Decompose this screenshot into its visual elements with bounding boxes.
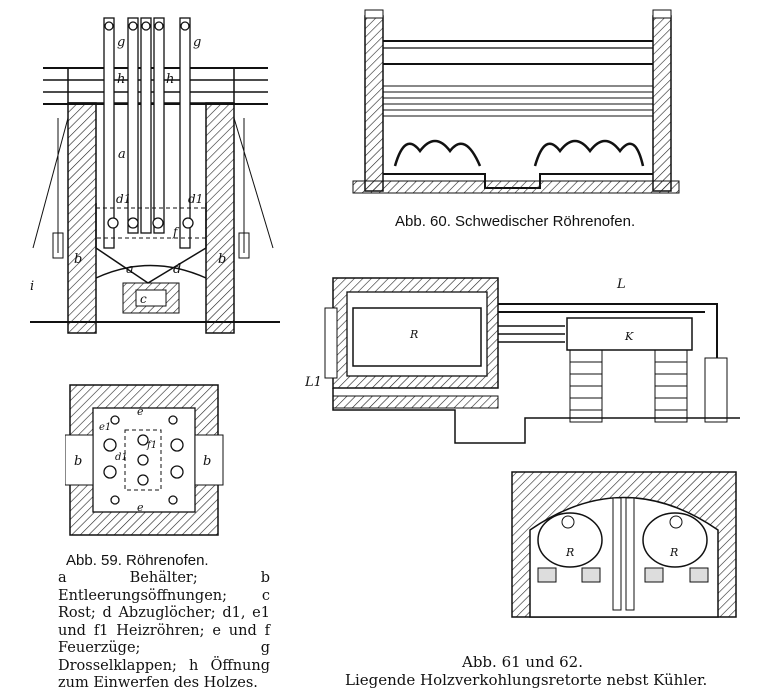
- label-a-top: a: [118, 147, 126, 162]
- label-K: K: [624, 330, 634, 343]
- label-R-right: R: [669, 546, 678, 559]
- label-R-left: R: [565, 546, 574, 559]
- label-d1-left: d1: [116, 192, 131, 206]
- label-c: c: [140, 292, 147, 306]
- label-i: i: [30, 279, 34, 294]
- label-b-left: b: [74, 252, 82, 267]
- label-g-right: g: [193, 35, 201, 50]
- plan-label-e1: e1: [99, 422, 111, 433]
- fig60-drawing: [352, 9, 680, 194]
- fig59-legend: a Behälter; b Entleerungsöffnungen; c Ro…: [58, 570, 270, 691]
- label-b-right: b: [218, 252, 226, 267]
- plan-label-b-left: b: [74, 454, 82, 469]
- label-h-right: h: [166, 72, 174, 87]
- label-d: d: [173, 262, 181, 277]
- plan-label-b-right: b: [203, 454, 211, 469]
- plan-label-d1: d1: [115, 452, 128, 463]
- label-R-side: R: [409, 328, 418, 341]
- label-a-bottom: a: [126, 262, 134, 277]
- fig60-caption: Abb. 60. Schwedischer Röhrenofen.: [395, 213, 636, 230]
- label-d1-right: d1: [188, 192, 203, 206]
- label-f: f: [172, 225, 180, 239]
- label-h-left: h: [117, 72, 125, 87]
- fig59-plan-drawing: b b e e f1 d1 e1: [65, 384, 224, 536]
- fig59-elevation-drawing: g g h h a d1 d1 f b b a d i c: [30, 17, 280, 334]
- fig61-62-caption-line2: Liegende Holzverkohlungsretorte nebst Kü…: [345, 671, 708, 689]
- fig61-drawing: R L1 L K: [305, 277, 740, 444]
- plan-label-e-bottom: e: [137, 501, 144, 514]
- label-g-left: g: [117, 35, 125, 50]
- label-L1: L1: [305, 375, 322, 390]
- fig59-caption: Abb. 59. Röhrenofen.: [66, 552, 209, 569]
- plan-label-f1: f1: [146, 440, 157, 451]
- plan-label-e-top: e: [137, 405, 144, 418]
- fig62-drawing: R R: [511, 471, 737, 618]
- fig61-62-caption-line1: Abb. 61 und 62.: [462, 653, 583, 671]
- label-L: L: [616, 277, 626, 292]
